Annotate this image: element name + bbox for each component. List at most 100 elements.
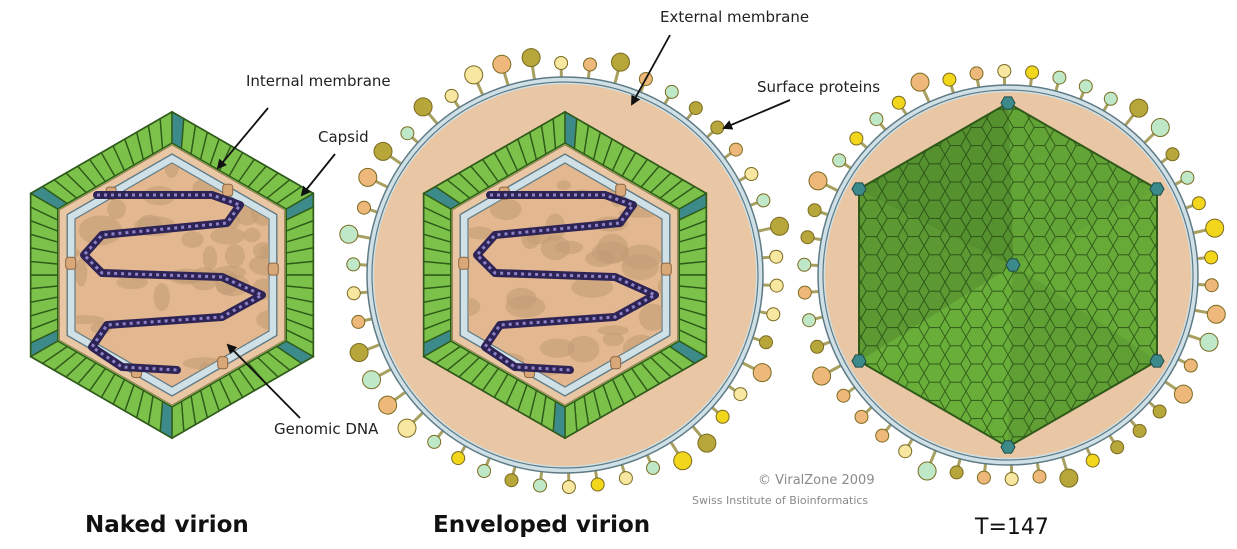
protein-head bbox=[374, 142, 392, 160]
protein-head bbox=[1104, 92, 1117, 105]
protein-head bbox=[452, 452, 465, 465]
protein-head bbox=[899, 445, 912, 458]
enveloped-virion bbox=[340, 49, 789, 494]
protein-head bbox=[379, 396, 397, 414]
protein-head bbox=[1005, 473, 1018, 486]
protein-head bbox=[770, 279, 783, 292]
protein-head bbox=[716, 410, 729, 423]
caption-triangulation-number: T=147 bbox=[975, 515, 1049, 540]
protein-head bbox=[813, 367, 831, 385]
protein-head bbox=[1205, 251, 1218, 264]
protein-head bbox=[753, 364, 771, 382]
membrane-protein bbox=[459, 257, 469, 269]
protein-head bbox=[837, 389, 850, 402]
protein-head bbox=[1153, 405, 1166, 418]
protein-head bbox=[359, 168, 377, 186]
protein-head bbox=[1184, 359, 1197, 372]
label-external-membrane: External membrane bbox=[660, 8, 809, 26]
protein-head bbox=[850, 132, 863, 145]
protein-head bbox=[1111, 441, 1124, 454]
credit-institute: Swiss Institute of Bioinformatics bbox=[692, 494, 868, 507]
protein-head bbox=[1026, 66, 1039, 79]
protein-head bbox=[665, 85, 678, 98]
protein-head bbox=[347, 287, 360, 300]
membrane-protein bbox=[268, 263, 278, 275]
protein-head bbox=[398, 419, 416, 437]
protein-head bbox=[1174, 385, 1192, 403]
protein-head bbox=[803, 314, 816, 327]
protein-head bbox=[428, 435, 441, 448]
penton-vertex bbox=[1001, 97, 1015, 109]
protein-head bbox=[401, 127, 414, 140]
protein-head bbox=[771, 217, 789, 235]
protein-head bbox=[1086, 454, 1099, 467]
protein-head bbox=[1133, 424, 1146, 437]
protein-head bbox=[760, 336, 773, 349]
protein-head bbox=[1192, 197, 1205, 210]
protein-head bbox=[808, 204, 821, 217]
protein-head bbox=[711, 121, 724, 134]
protein-head bbox=[689, 102, 702, 115]
protein-head bbox=[767, 308, 780, 321]
protein-head bbox=[1207, 305, 1225, 323]
protein-head bbox=[970, 67, 983, 80]
caption-naked-virion: Naked virion bbox=[85, 512, 249, 538]
protein-head bbox=[977, 471, 990, 484]
membrane-protein bbox=[218, 357, 228, 369]
protein-head bbox=[801, 231, 814, 244]
capsid-tile bbox=[286, 261, 313, 275]
protein-head bbox=[347, 258, 360, 271]
protein-head bbox=[1151, 119, 1169, 137]
membrane-protein bbox=[66, 257, 76, 269]
penton-vertex bbox=[1150, 183, 1164, 195]
protein-head bbox=[350, 344, 368, 362]
protein-head bbox=[340, 225, 358, 243]
penton-vertex bbox=[1006, 259, 1020, 271]
protein-head bbox=[674, 452, 692, 470]
membrane-protein bbox=[223, 184, 233, 196]
protein-head bbox=[892, 96, 905, 109]
protein-head bbox=[729, 143, 742, 156]
protein-head bbox=[870, 113, 883, 126]
protein-head bbox=[833, 154, 846, 167]
capsid-tile bbox=[565, 402, 577, 439]
icosahedral-virion bbox=[798, 65, 1226, 488]
protein-head bbox=[555, 57, 568, 70]
protein-head bbox=[798, 258, 811, 271]
protein-head bbox=[1166, 148, 1179, 161]
protein-head bbox=[1206, 219, 1224, 237]
protein-head bbox=[911, 73, 929, 91]
protein-head bbox=[1200, 333, 1218, 351]
leader-external-membrane bbox=[632, 35, 670, 104]
label-internal-membrane: Internal membrane bbox=[246, 72, 391, 90]
leader-capsid bbox=[302, 154, 335, 195]
label-genomic-dna: Genomic DNA bbox=[274, 420, 378, 438]
protein-head bbox=[943, 73, 956, 86]
protein-head bbox=[809, 172, 827, 190]
membrane-protein bbox=[611, 357, 621, 369]
capsid-tile bbox=[160, 112, 172, 149]
protein-head bbox=[363, 371, 381, 389]
protein-head bbox=[798, 286, 811, 299]
label-surface-proteins: Surface proteins bbox=[757, 78, 880, 96]
protein-head bbox=[811, 340, 824, 353]
protein-head bbox=[591, 478, 604, 491]
capsid-tile bbox=[679, 261, 706, 275]
protein-head bbox=[1181, 171, 1194, 184]
protein-head bbox=[465, 66, 483, 84]
protein-head bbox=[562, 481, 575, 494]
penton-vertex bbox=[852, 355, 866, 367]
capsid-tile bbox=[31, 275, 58, 289]
protein-head bbox=[612, 53, 630, 71]
penton-vertex bbox=[1150, 355, 1164, 367]
protein-head bbox=[855, 410, 868, 423]
protein-head bbox=[522, 49, 540, 67]
protein-head bbox=[647, 461, 660, 474]
protein-head bbox=[534, 479, 547, 492]
protein-head bbox=[414, 98, 432, 116]
protein-head bbox=[1053, 71, 1066, 84]
protein-head bbox=[358, 201, 371, 214]
protein-head bbox=[698, 434, 716, 452]
